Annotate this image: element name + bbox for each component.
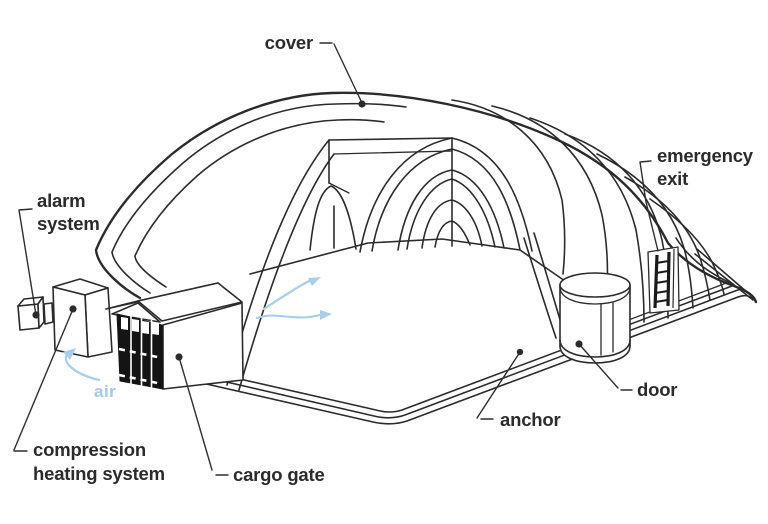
rib-arc-right: [451, 99, 566, 275]
cover-leader: [319, 42, 363, 104]
air-label: air: [94, 382, 116, 401]
anchor-leader: [476, 351, 521, 420]
ladder-rail: [666, 251, 671, 307]
door-cylinder: [559, 272, 631, 364]
alarm-box-side: [37, 296, 45, 329]
door-leader: [578, 343, 633, 391]
airflow-arrowhead: [308, 277, 321, 286]
alarm-system-box: [17, 296, 54, 331]
gate-dash-row: [118, 373, 163, 386]
rib-arc-right: [596, 153, 694, 309]
alarm-leader: [18, 208, 37, 316]
rail-inner: [208, 285, 733, 413]
cargo-gate-shed: [105, 282, 244, 390]
ladder-rungs: [655, 260, 669, 303]
gate-window: [121, 317, 128, 330]
cover-dot: [358, 100, 366, 108]
dome-cover-outline: [94, 91, 758, 304]
cut-frame-brace: [328, 182, 350, 194]
door-dot: [575, 340, 583, 348]
gate-window: [132, 319, 139, 332]
emergency-exit-ladder: [647, 246, 680, 314]
compression-heating-label-line1: compression: [33, 439, 146, 460]
heating-box-side: [84, 287, 113, 358]
rib-arc-left: [134, 118, 385, 288]
door-label: door: [637, 379, 677, 400]
cut-band-edge: [238, 153, 335, 391]
compression-heating-box: [52, 278, 113, 358]
emergency-exit-leader: [639, 160, 659, 252]
cut-ridge: [328, 137, 453, 141]
alarm-system-label-line1: alarm: [37, 190, 85, 211]
cut-frame-arch: [309, 185, 357, 251]
anchor-label: anchor: [500, 409, 560, 430]
door-top-rim: [559, 286, 631, 305]
compression-leader: [13, 308, 74, 452]
heating-box-front: [52, 286, 89, 358]
emergency-exit-label-line1: emergency: [657, 145, 754, 166]
door-top-ellipse: [559, 272, 631, 298]
gate-window: [142, 321, 149, 334]
airflow-arrow: [262, 279, 311, 311]
opening-right-edge: [523, 237, 557, 339]
dome-foot-flare: [675, 237, 734, 285]
anchor-dot: [516, 348, 524, 356]
air-intake-arrowhead: [63, 348, 76, 360]
callouts: [13, 42, 659, 476]
rib-arc-right: [624, 176, 711, 301]
alarm-box-connector: [43, 302, 54, 325]
alarm-dot: [32, 311, 40, 319]
airflow: air: [63, 277, 332, 401]
rib-arc-left: [111, 102, 407, 294]
airflow-arrowhead: [320, 310, 332, 320]
door-base-ring: [559, 339, 631, 358]
compression-dot: [69, 305, 77, 313]
cargo-gate-label: cargo gate: [233, 464, 325, 485]
cargo-gate-dot: [175, 353, 183, 361]
emergency-exit-label-line2: exit: [657, 168, 688, 189]
rib-arc-right: [491, 105, 609, 299]
alarm-system-label-line2: system: [37, 213, 100, 234]
gate-roof-right: [137, 282, 243, 322]
cargo-gate-leader: [178, 356, 229, 476]
gate-gable: [111, 302, 161, 323]
cover-label: cover: [265, 32, 313, 53]
compression-heating-label-line2: heating system: [33, 463, 165, 484]
ladder-pole: [672, 248, 675, 309]
gate-dash-row: [118, 347, 163, 360]
diagram-labels: cover emergency exit alarm system compre…: [33, 32, 754, 485]
cut-ridge-inner: [333, 150, 453, 155]
airflow-arrow: [255, 313, 322, 320]
gate-window: [152, 322, 159, 335]
